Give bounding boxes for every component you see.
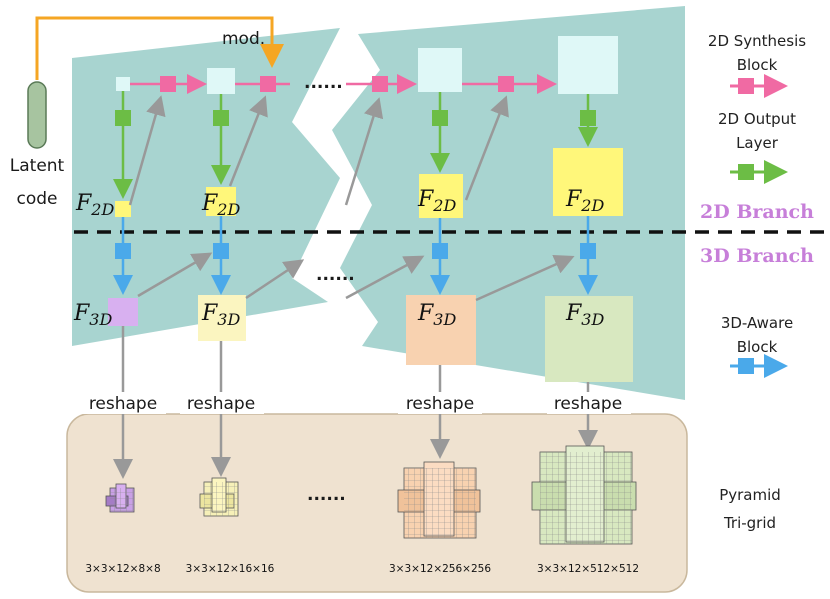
f2d-box-4 bbox=[553, 148, 623, 216]
synthesis-block-4 bbox=[498, 76, 514, 92]
f3d-label-1: F3D bbox=[73, 301, 112, 329]
feature-block-2 bbox=[207, 68, 235, 94]
output-layer-4 bbox=[580, 110, 596, 126]
f3d-box-2 bbox=[198, 295, 246, 341]
reshape-labels: reshape reshape reshape reshape bbox=[82, 392, 631, 414]
upsample-arrows-3d bbox=[137, 252, 575, 302]
f3d-box-1 bbox=[108, 298, 138, 326]
legend-aware-swatch bbox=[738, 358, 754, 374]
synthesis-block-1 bbox=[160, 76, 176, 92]
trigrid-2 bbox=[199, 477, 239, 517]
f2d-box-1 bbox=[115, 201, 131, 217]
feature-block-3 bbox=[418, 48, 462, 92]
dim-label-4: 3×3×12×512×512 bbox=[537, 563, 639, 575]
latent-code-capsule bbox=[27, 81, 47, 149]
upsample-arrows-2d bbox=[128, 95, 509, 206]
aware-block-2 bbox=[213, 243, 229, 259]
legend-output-swatch bbox=[738, 164, 754, 180]
legend-3d-branch: 3D Branch bbox=[700, 245, 814, 267]
f2d-box-3 bbox=[419, 174, 463, 218]
legend-output-line2: Layer bbox=[736, 134, 779, 152]
aware-blocks bbox=[113, 216, 598, 295]
f3d-label-3: F3D bbox=[417, 301, 456, 329]
legend: 2D Synthesis Block 2D Output Layer 2D Br… bbox=[700, 32, 814, 532]
ellipsis-top: ...... bbox=[304, 73, 343, 93]
reshape-label-1: reshape bbox=[89, 394, 157, 414]
trigrid-3 bbox=[397, 461, 481, 539]
legend-synthesis-line2: Block bbox=[737, 56, 778, 74]
legend-pyramid-line2: Tri-grid bbox=[723, 514, 776, 532]
legend-2d-branch: 2D Branch bbox=[700, 201, 814, 223]
f3d-box-3 bbox=[406, 295, 476, 365]
dim-label-2: 3×3×12×16×16 bbox=[186, 563, 275, 575]
f2d-label-4: F2D bbox=[565, 187, 604, 215]
aware-block-1 bbox=[115, 243, 131, 259]
output-layer-2 bbox=[213, 110, 229, 126]
trigrid-1 bbox=[105, 483, 135, 513]
ellipsis-middle: ...... bbox=[316, 265, 355, 285]
f2d-features bbox=[115, 148, 623, 218]
f2d-label-1: F2D bbox=[75, 191, 114, 219]
reshape-label-3: reshape bbox=[406, 394, 474, 414]
latent-label-line1: Latent bbox=[10, 156, 65, 176]
f3d-features bbox=[108, 295, 633, 382]
reshape-label-4: reshape bbox=[554, 394, 622, 414]
synthesis-block-3 bbox=[372, 76, 388, 92]
synthesis-block-2 bbox=[260, 76, 276, 92]
ellipsis-bottom: ...... bbox=[307, 485, 346, 505]
latent-label-line2: code bbox=[17, 189, 58, 209]
reshape-label-2: reshape bbox=[187, 394, 255, 414]
trigrid-4 bbox=[531, 445, 637, 545]
aware-block-4 bbox=[580, 243, 596, 259]
legend-aware-line2: Block bbox=[737, 338, 778, 356]
feature-block-1 bbox=[116, 77, 130, 91]
output-layers bbox=[113, 91, 598, 199]
f3d-label-4: F3D bbox=[565, 301, 604, 329]
legend-synthesis-swatch bbox=[738, 78, 754, 94]
f3d-box-4 bbox=[545, 296, 633, 382]
output-layer-1 bbox=[115, 110, 131, 126]
mod-label: mod. bbox=[222, 29, 265, 49]
legend-output-line1: 2D Output bbox=[718, 110, 796, 128]
f2d-label-3: F2D bbox=[417, 187, 456, 215]
synthesis-chain: ...... bbox=[116, 36, 618, 94]
dim-label-1: 3×3×12×8×8 bbox=[85, 563, 160, 575]
aware-block-3 bbox=[432, 243, 448, 259]
f2d-label-2: F2D bbox=[201, 191, 240, 219]
legend-synthesis-line1: 2D Synthesis bbox=[708, 32, 806, 50]
f2d-box-2 bbox=[206, 187, 236, 216]
legend-aware-line1: 3D-Aware bbox=[721, 314, 793, 332]
legend-pyramid-line1: Pyramid bbox=[719, 486, 781, 504]
feature-block-4 bbox=[558, 36, 618, 94]
f3d-label-2: F3D bbox=[201, 301, 240, 329]
dim-label-3: 3×3×12×256×256 bbox=[389, 563, 491, 575]
mod-arrow bbox=[35, 16, 284, 80]
output-layer-3 bbox=[432, 110, 448, 126]
